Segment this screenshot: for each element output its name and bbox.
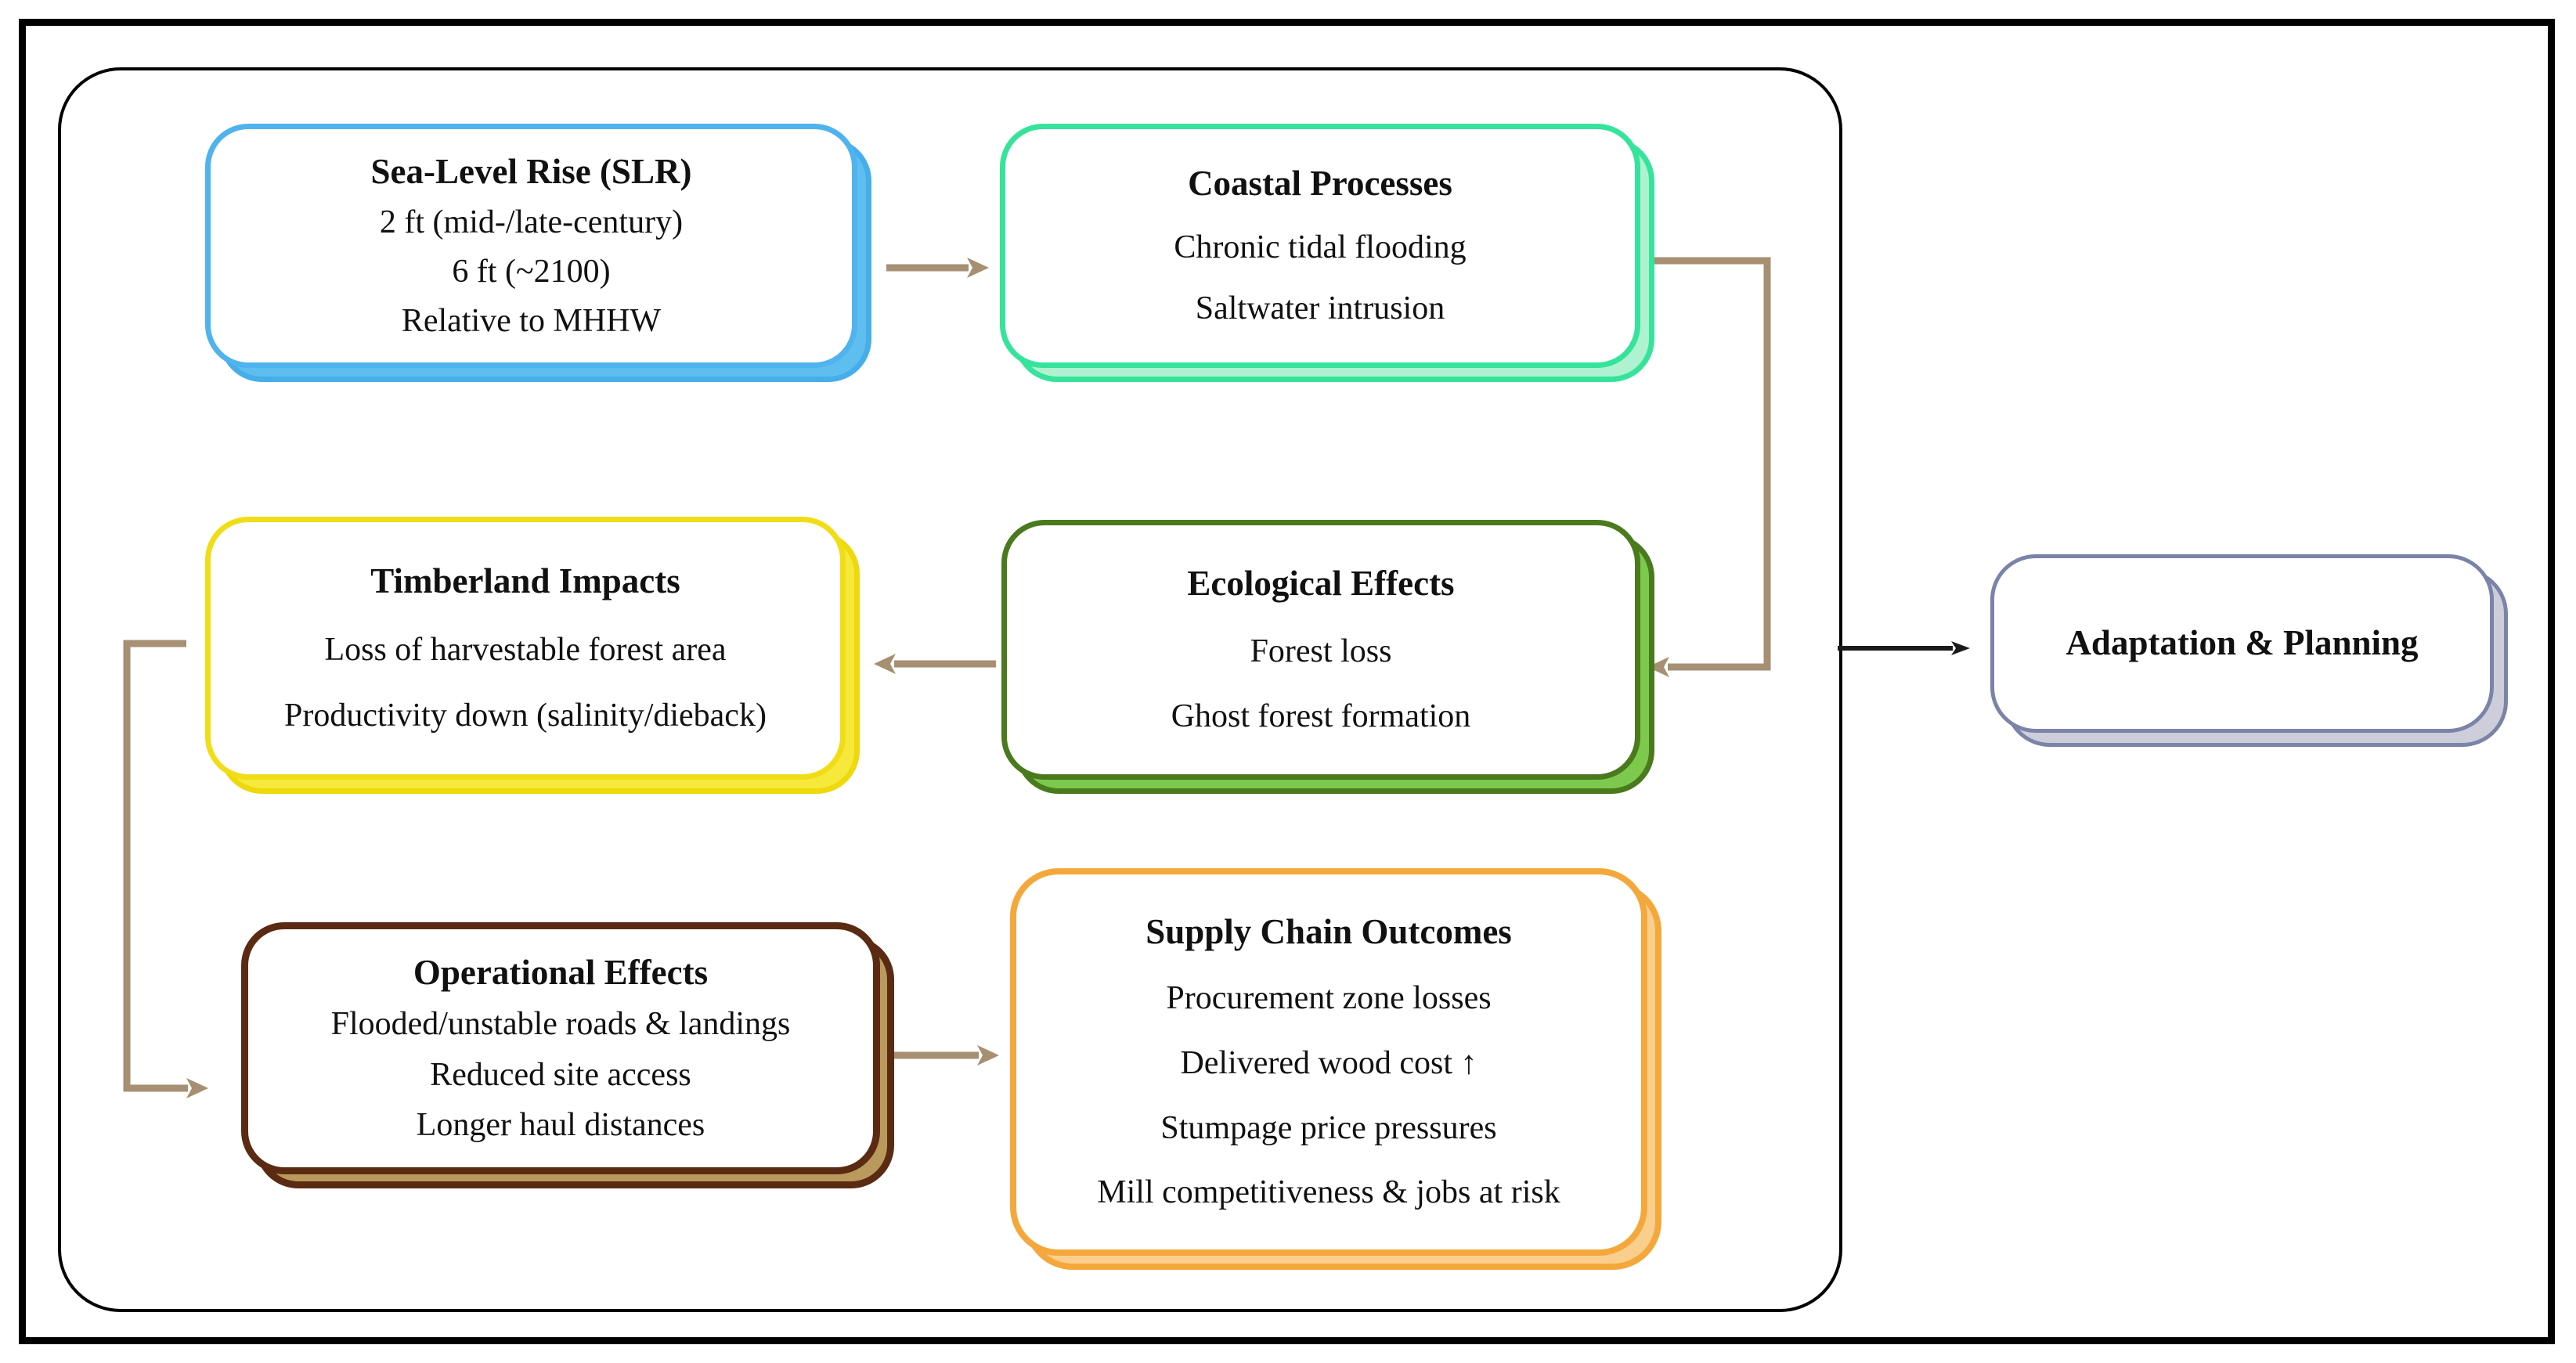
node-title: Operational Effects xyxy=(413,952,709,992)
node-title: Sea-Level Rise (SLR) xyxy=(370,151,692,191)
flow-frame xyxy=(58,67,1842,1312)
node-adaptation-planning: Adaptation & Planning xyxy=(1990,554,2508,747)
node-line: Chronic tidal flooding xyxy=(1174,229,1467,265)
node-line: Ghost forest formation xyxy=(1171,698,1471,735)
outer-border xyxy=(19,19,2555,1344)
node-body: Coastal Processes Chronic tidal flooding… xyxy=(1000,124,1640,368)
node-line: Saltwater intrusion xyxy=(1195,290,1445,327)
node-body: Ecological Effects Forest loss Ghost for… xyxy=(1001,520,1640,780)
node-body: Timberland Impacts Loss of harvestable f… xyxy=(205,517,846,780)
node-body: Operational Effects Flooded/unstable roa… xyxy=(241,922,880,1174)
node-line: 2 ft (mid-/late-century) xyxy=(379,204,684,241)
node-operational-effects: Operational Effects Flooded/unstable roa… xyxy=(241,922,894,1188)
node-line: Mill competitiveness & jobs at risk xyxy=(1097,1174,1560,1211)
node-body: Supply Chain Outcomes Procurement zone l… xyxy=(1010,868,1647,1256)
node-line: Stumpage price pressures xyxy=(1160,1109,1497,1146)
node-line: Loss of harvestable forest area xyxy=(324,631,727,668)
node-line: Flooded/unstable roads & landings xyxy=(330,1006,791,1043)
node-line: Productivity down (salinity/dieback) xyxy=(284,698,767,734)
node-body: Sea-Level Rise (SLR) 2 ft (mid-/late-cen… xyxy=(205,124,857,368)
node-line: Procurement zone losses xyxy=(1166,980,1492,1017)
node-title: Supply Chain Outcomes xyxy=(1145,912,1512,952)
node-line: Relative to MHHW xyxy=(401,303,662,340)
node-sea-level-rise: Sea-Level Rise (SLR) 2 ft (mid-/late-cen… xyxy=(205,124,871,382)
node-line: Delivered wood cost ↑ xyxy=(1180,1045,1477,1082)
node-body: Adaptation & Planning xyxy=(1990,554,2494,733)
node-timberland-impacts: Timberland Impacts Loss of harvestable f… xyxy=(205,517,860,794)
node-ecological-effects: Ecological Effects Forest loss Ghost for… xyxy=(1001,520,1654,794)
node-title: Ecological Effects xyxy=(1187,564,1455,604)
node-title: Adaptation & Planning xyxy=(2065,623,2419,663)
node-line: 6 ft (~2100) xyxy=(452,254,611,290)
node-supply-chain-outcomes: Supply Chain Outcomes Procurement zone l… xyxy=(1010,868,1661,1270)
node-title: Timberland Impacts xyxy=(370,561,680,601)
node-line: Longer haul distances xyxy=(416,1106,705,1143)
node-title: Coastal Processes xyxy=(1188,164,1452,204)
node-line: Forest loss xyxy=(1250,633,1392,669)
node-coastal-processes: Coastal Processes Chronic tidal flooding… xyxy=(1000,124,1654,382)
node-line: Reduced site access xyxy=(430,1056,691,1093)
